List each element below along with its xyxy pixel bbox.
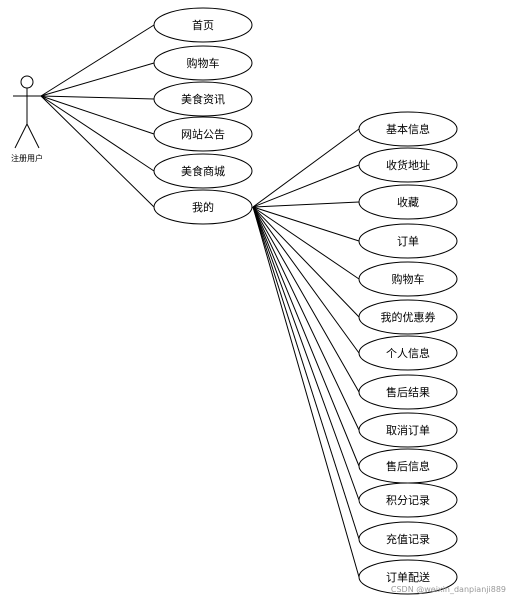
association-lines <box>40 24 360 578</box>
use-case-label: 收藏 <box>397 195 419 209</box>
use-case-ellipse <box>153 153 253 189</box>
actor-right-leg <box>26 123 40 149</box>
use-case-label: 个人信息 <box>386 346 430 360</box>
actor-label: 注册用户 <box>11 153 43 163</box>
use-case-ellipse <box>358 299 458 335</box>
use-case-label: 基本信息 <box>386 122 430 136</box>
use-case-order-delivery: 订单配送 <box>358 559 458 595</box>
use-case-food-news: 美食资讯 <box>153 81 253 117</box>
use-case-label: 购物车 <box>187 56 220 70</box>
use-case-ellipse <box>358 482 458 518</box>
use-case-ellipse <box>358 412 458 448</box>
use-case-ellipse <box>358 184 458 220</box>
use-case-ellipse <box>358 223 458 259</box>
association-actor-food-news <box>40 95 155 100</box>
use-case-address: 收货地址 <box>358 147 458 183</box>
use-case-site-notice: 网站公告 <box>153 116 253 152</box>
use-case-ellipse <box>358 111 458 147</box>
association-actor-site-notice <box>40 95 155 135</box>
association-mine-recharge-record <box>252 206 360 540</box>
use-case-mine: 我的 <box>153 189 253 225</box>
use-case-label: 我的优惠券 <box>381 310 436 324</box>
use-case-cancel-order: 取消订单 <box>358 412 458 448</box>
use-case-label: 美食商城 <box>181 164 225 178</box>
association-mine-order-delivery <box>252 206 360 578</box>
association-mine-after-sale-info <box>252 206 360 467</box>
use-case-home: 首页 <box>153 7 253 43</box>
use-case-label: 订单配送 <box>386 570 430 584</box>
association-mine-favorites <box>252 201 360 208</box>
use-case-recharge-record: 充值记录 <box>358 521 458 557</box>
use-case-label: 售后信息 <box>386 459 430 473</box>
association-mine-cancel-order <box>252 206 360 431</box>
use-case-after-sale-result: 售后结果 <box>358 374 458 410</box>
use-case-coupons: 我的优惠券 <box>358 299 458 335</box>
use-case-label: 首页 <box>192 18 214 32</box>
actor-head <box>20 75 34 89</box>
use-case-orders: 订单 <box>358 223 458 259</box>
use-case-ellipse <box>358 147 458 183</box>
use-case-ellipse <box>358 374 458 410</box>
watermark: CSDN @weixin_danpianji889 <box>391 585 506 594</box>
association-actor-mine <box>40 95 155 208</box>
association-mine-after-sale-result <box>252 206 360 393</box>
association-mine-address <box>252 164 360 208</box>
use-case-after-sale-info: 售后信息 <box>358 448 458 484</box>
use-case-food-mall: 美食商城 <box>153 153 253 189</box>
association-mine-orders <box>252 206 360 242</box>
association-mine-personal-info <box>252 206 360 354</box>
use-case-label: 购物车 <box>392 272 425 286</box>
use-case-ellipse <box>153 189 253 225</box>
use-case-label: 售后结果 <box>386 385 430 399</box>
use-case-label: 我的 <box>192 200 214 214</box>
association-mine-points-record <box>252 206 360 501</box>
use-cases: 首页购物车美食资讯网站公告美食商城我的基本信息收货地址收藏订单购物车我的优惠券个… <box>153 7 458 595</box>
use-case-label: 收货地址 <box>386 158 430 172</box>
use-case-cart: 购物车 <box>358 261 458 297</box>
use-case-cart: 购物车 <box>153 45 253 81</box>
use-case-ellipse <box>153 7 253 43</box>
use-case-ellipse <box>153 81 253 117</box>
use-case-personal-info: 个人信息 <box>358 335 458 371</box>
association-mine-coupons <box>252 206 360 318</box>
use-case-ellipse <box>358 521 458 557</box>
use-case-basic-info: 基本信息 <box>358 111 458 147</box>
use-case-label: 网站公告 <box>181 127 225 141</box>
association-actor-cart <box>40 62 155 97</box>
use-case-ellipse <box>153 45 253 81</box>
use-case-label: 积分记录 <box>386 494 430 507</box>
association-actor-home <box>40 24 155 97</box>
use-case-label: 取消订单 <box>386 423 430 437</box>
use-case-ellipse <box>153 116 253 152</box>
actor-registered-user: 注册用户 <box>11 75 43 163</box>
association-actor-food-mall <box>40 95 155 172</box>
association-mine-cart <box>252 206 360 280</box>
use-case-ellipse <box>358 261 458 297</box>
use-case-favorites: 收藏 <box>358 184 458 220</box>
use-case-label: 美食资讯 <box>181 92 225 106</box>
use-case-points-record: 积分记录 <box>358 482 458 518</box>
use-case-ellipse <box>358 559 458 595</box>
actor-left-leg <box>14 123 28 149</box>
use-case-label: 订单 <box>397 235 419 248</box>
use-case-ellipse <box>358 335 458 371</box>
association-mine-basic-info <box>252 128 360 208</box>
use-case-label: 充值记录 <box>386 532 430 546</box>
